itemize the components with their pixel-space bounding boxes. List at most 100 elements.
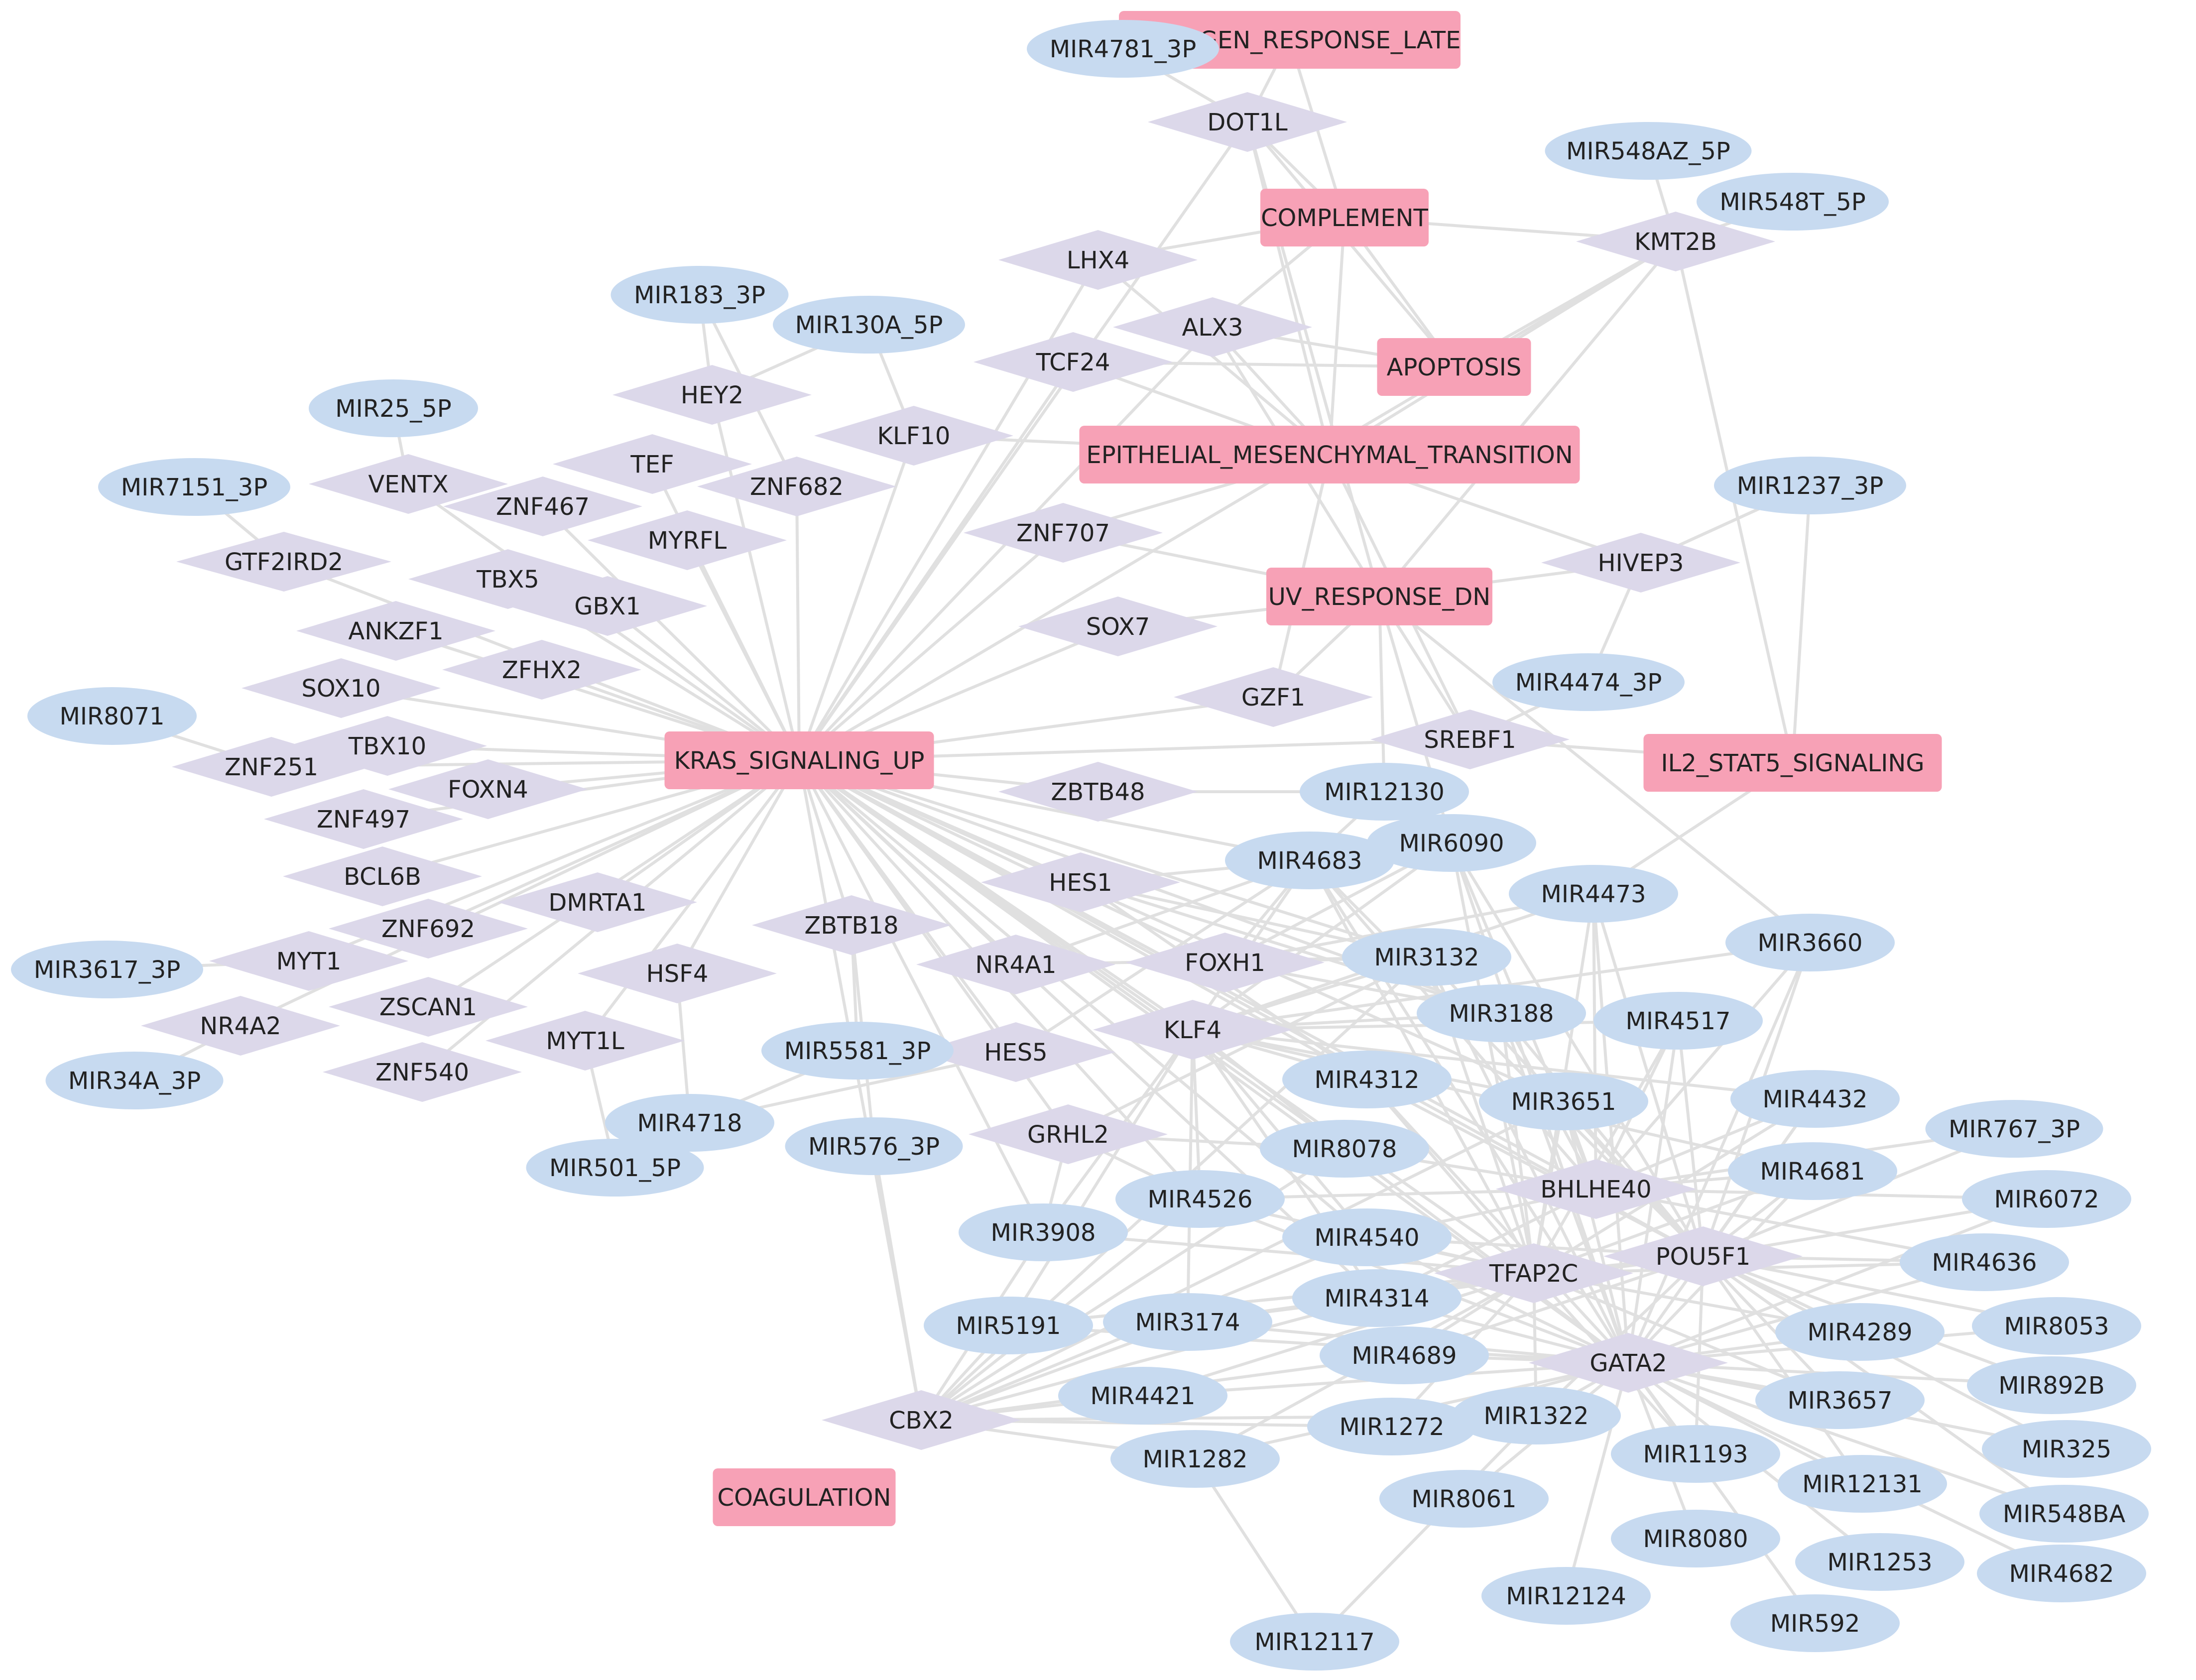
tf-node-lhx4[interactable]: LHX4 bbox=[998, 230, 1198, 290]
mirna-node-mir12117[interactable]: MIR12117 bbox=[1230, 1613, 1399, 1671]
tf-node-ventx[interactable]: VENTX bbox=[309, 454, 508, 514]
mirna-node-mir12131[interactable]: MIR12131 bbox=[1778, 1455, 1947, 1513]
tf-node-tef[interactable]: TEF bbox=[553, 434, 752, 494]
tf-node-myrfl[interactable]: MYRFL bbox=[588, 510, 787, 570]
tf-node-tfap2c[interactable]: TFAP2C bbox=[1434, 1243, 1633, 1303]
tf-node-znf497[interactable]: ZNF497 bbox=[264, 789, 463, 849]
tf-node-hes1[interactable]: HES1 bbox=[981, 852, 1180, 912]
mirna-node-mir8080[interactable]: MIR8080 bbox=[1611, 1510, 1780, 1567]
mirna-node-mir8053[interactable]: MIR8053 bbox=[1972, 1297, 2141, 1355]
mirna-node-mir34a-3p[interactable]: MIR34A_3P bbox=[45, 1052, 224, 1109]
mirna-node-mir576-3p[interactable]: MIR576_3P bbox=[785, 1117, 963, 1175]
pathway-node-coagulation[interactable]: COAGULATION bbox=[713, 1468, 896, 1526]
mirna-node-mir4312[interactable]: MIR4312 bbox=[1282, 1051, 1452, 1108]
tf-node-foxn4[interactable]: FOXN4 bbox=[388, 759, 588, 819]
tf-node-pou5f1[interactable]: POU5F1 bbox=[1603, 1226, 1803, 1286]
tf-node-ankzf1[interactable]: ANKZF1 bbox=[296, 601, 495, 661]
tf-node-znf692[interactable]: ZNF692 bbox=[329, 899, 528, 959]
mirna-node-mir1237-3p[interactable]: MIR1237_3P bbox=[1714, 457, 1906, 514]
mirna-node-mir4289[interactable]: MIR4289 bbox=[1775, 1303, 1945, 1361]
mirna-node-mir892b[interactable]: MIR892B bbox=[1967, 1356, 2136, 1414]
tf-node-tcf24[interactable]: TCF24 bbox=[974, 332, 1173, 392]
mirna-node-mir1272[interactable]: MIR1272 bbox=[1307, 1398, 1476, 1455]
tf-node-kmt2b[interactable]: KMT2B bbox=[1576, 212, 1775, 271]
mirna-node-mir592[interactable]: MIR592 bbox=[1730, 1594, 1900, 1652]
mirna-node-mir8071[interactable]: MIR8071 bbox=[27, 687, 197, 745]
tf-node-dot1l[interactable]: DOT1L bbox=[1148, 92, 1347, 152]
mirna-node-mir1282[interactable]: MIR1282 bbox=[1110, 1430, 1280, 1488]
mirna-node-mir4636[interactable]: MIR4636 bbox=[1900, 1233, 2069, 1291]
tf-node-zbtb48[interactable]: ZBTB48 bbox=[998, 762, 1198, 822]
mirna-node-mir501-5p[interactable]: MIR501_5P bbox=[526, 1139, 704, 1197]
mirna-node-mir4526[interactable]: MIR4526 bbox=[1115, 1170, 1285, 1228]
tf-node-gtf2ird2[interactable]: GTF2IRD2 bbox=[176, 532, 391, 592]
tf-node-hes5[interactable]: HES5 bbox=[916, 1022, 1115, 1082]
mirna-node-mir130a-5p[interactable]: MIR130A_5P bbox=[773, 296, 965, 354]
mirna-node-mir1322[interactable]: MIR1322 bbox=[1452, 1387, 1621, 1444]
mirna-node-mir4432[interactable]: MIR4432 bbox=[1730, 1070, 1900, 1128]
tf-node-znf682[interactable]: ZNF682 bbox=[697, 457, 896, 516]
mirna-node-mir3188[interactable]: MIR3188 bbox=[1417, 984, 1586, 1042]
tf-node-znf707[interactable]: ZNF707 bbox=[964, 503, 1163, 563]
tf-node-nr4a2[interactable]: NR4A2 bbox=[141, 996, 340, 1056]
tf-node-bhlhe40[interactable]: BHLHE40 bbox=[1495, 1159, 1697, 1219]
mirna-node-mir12130[interactable]: MIR12130 bbox=[1300, 763, 1469, 821]
mirna-node-mir12124[interactable]: MIR12124 bbox=[1481, 1567, 1651, 1625]
mirna-node-mir25-5p[interactable]: MIR25_5P bbox=[309, 379, 478, 437]
mirna-node-mir1253[interactable]: MIR1253 bbox=[1795, 1533, 1964, 1591]
mirna-node-mir4474-3p[interactable]: MIR4474_3P bbox=[1492, 653, 1685, 711]
pathway-node-kras-signaling-up[interactable]: KRAS_SIGNALING_UP bbox=[664, 731, 934, 789]
mirna-node-mir3908[interactable]: MIR3908 bbox=[959, 1203, 1128, 1261]
tf-node-nr4a1[interactable]: NR4A1 bbox=[916, 935, 1115, 994]
mirna-node-mir3617-3p[interactable]: MIR3617_3P bbox=[11, 941, 203, 998]
tf-node-alx3[interactable]: ALX3 bbox=[1113, 297, 1312, 357]
tf-node-zbtb18[interactable]: ZBTB18 bbox=[752, 895, 951, 955]
pathway-node-complement[interactable]: COMPLEMENT bbox=[1260, 189, 1429, 246]
mirna-node-mir548ba[interactable]: MIR548BA bbox=[1979, 1485, 2149, 1543]
pathway-node-il2-stat5-signaling[interactable]: IL2_STAT5_SIGNALING bbox=[1643, 734, 1942, 792]
mirna-node-mir1193[interactable]: MIR1193 bbox=[1611, 1425, 1780, 1483]
tf-node-hivep3[interactable]: HIVEP3 bbox=[1541, 533, 1740, 593]
pathway-node-apoptosis[interactable]: APOPTOSIS bbox=[1377, 338, 1531, 396]
tf-node-sox10[interactable]: SOX10 bbox=[242, 658, 441, 718]
mirna-node-mir183-3p[interactable]: MIR183_3P bbox=[610, 266, 789, 324]
mirna-node-mir4718[interactable]: MIR4718 bbox=[605, 1094, 774, 1152]
tf-node-gata2[interactable]: GATA2 bbox=[1529, 1333, 1728, 1393]
tf-node-gzf1[interactable]: GZF1 bbox=[1174, 667, 1373, 727]
tf-node-srebf1[interactable]: SREBF1 bbox=[1370, 710, 1570, 769]
mirna-node-mir548t-5p[interactable]: MIR548T_5P bbox=[1697, 173, 1889, 231]
mirna-node-mir4314[interactable]: MIR4314 bbox=[1292, 1269, 1462, 1327]
mirna-node-mir5581-3p[interactable]: MIR5581_3P bbox=[761, 1022, 954, 1080]
tf-node-cbx2[interactable]: CBX2 bbox=[822, 1390, 1021, 1450]
tf-node-zscan1[interactable]: ZSCAN1 bbox=[329, 977, 528, 1037]
pathway-node-uv-response-dn[interactable]: UV_RESPONSE_DN bbox=[1266, 568, 1492, 625]
tf-node-myt1[interactable]: MYT1 bbox=[209, 931, 408, 991]
pathway-node-epithelial-mesenchymal-transition[interactable]: EPITHELIAL_MESENCHYMAL_TRANSITION bbox=[1079, 426, 1580, 483]
tf-node-gbx1[interactable]: GBX1 bbox=[508, 576, 707, 636]
tf-node-foxh1[interactable]: FOXH1 bbox=[1125, 933, 1325, 992]
mirna-node-mir7151-3p[interactable]: MIR7151_3P bbox=[98, 458, 290, 516]
mirna-node-mir4473[interactable]: MIR4473 bbox=[1509, 865, 1678, 923]
mirna-node-mir8078[interactable]: MIR8078 bbox=[1260, 1120, 1429, 1178]
mirna-node-mir548az-5p[interactable]: MIR548AZ_5P bbox=[1545, 122, 1752, 180]
tf-node-znf540[interactable]: ZNF540 bbox=[323, 1042, 522, 1102]
tf-node-znf251[interactable]: ZNF251 bbox=[172, 737, 371, 797]
mirna-node-mir8061[interactable]: MIR8061 bbox=[1379, 1470, 1549, 1528]
mirna-node-mir4540[interactable]: MIR4540 bbox=[1282, 1208, 1452, 1266]
mirna-node-mir4421[interactable]: MIR4421 bbox=[1058, 1367, 1227, 1425]
mirna-node-mir4682[interactable]: MIR4682 bbox=[1977, 1545, 2146, 1602]
mirna-node-mir325[interactable]: MIR325 bbox=[1982, 1420, 2151, 1478]
mirna-node-mir3651[interactable]: MIR3651 bbox=[1479, 1073, 1648, 1130]
mirna-node-mir6090[interactable]: MIR6090 bbox=[1367, 814, 1536, 872]
mirna-node-mir3657[interactable]: MIR3657 bbox=[1755, 1371, 1925, 1429]
mirna-node-mir4689[interactable]: MIR4689 bbox=[1320, 1326, 1489, 1384]
mirna-node-mir3660[interactable]: MIR3660 bbox=[1725, 914, 1895, 971]
mirna-node-mir4517[interactable]: MIR4517 bbox=[1593, 992, 1763, 1050]
mirna-node-mir5191[interactable]: MIR5191 bbox=[924, 1297, 1093, 1354]
tf-node-grhl2[interactable]: GRHL2 bbox=[969, 1104, 1168, 1164]
mirna-node-mir3132[interactable]: MIR3132 bbox=[1342, 928, 1511, 986]
mirna-node-mir4781-3p[interactable]: MIR4781_3P bbox=[1027, 20, 1219, 78]
tf-node-znf467[interactable]: ZNF467 bbox=[443, 477, 642, 536]
tf-node-zfhx2[interactable]: ZFHX2 bbox=[442, 640, 641, 700]
tf-node-hsf4[interactable]: HSF4 bbox=[578, 944, 777, 1003]
